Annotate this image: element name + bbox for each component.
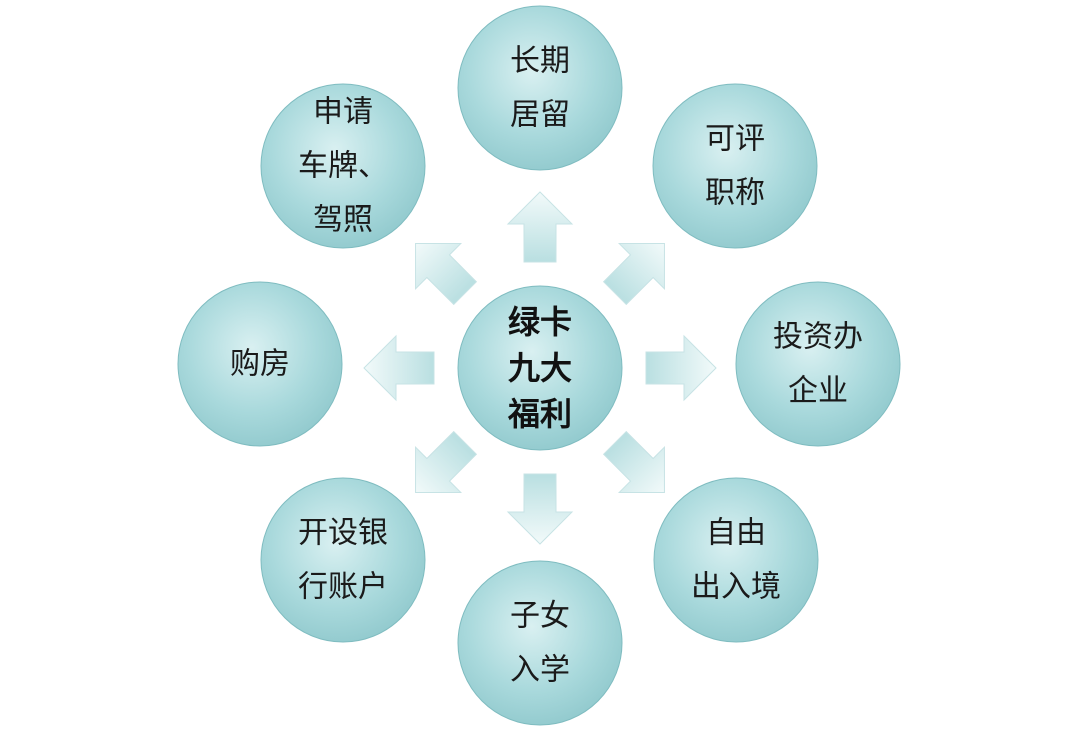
node-label-line: 长期 [510, 44, 570, 79]
arrow-shape [602, 430, 665, 493]
arrow-children-school [506, 473, 574, 545]
arrow-shape [602, 243, 665, 306]
arrow-professional-title [602, 243, 665, 306]
node-label-line: 绿卡 [508, 303, 572, 341]
arrow-license-plate [415, 243, 478, 306]
arrow-bank-account [415, 430, 478, 493]
node-circle [457, 560, 623, 726]
node-label-line: 子女 [510, 599, 570, 634]
node-label-line: 车牌、 [298, 149, 388, 184]
arrow-free-entry-exit [602, 430, 665, 493]
node-circle [735, 281, 901, 447]
node-circle [457, 5, 623, 171]
node-circle [653, 477, 819, 643]
node-circle [260, 477, 426, 643]
node-label-line: 行账户 [298, 570, 388, 605]
node-label-line: 可评 [705, 122, 765, 157]
node-label-line: 开设银 [298, 516, 388, 551]
node-label-line: 福利 [507, 395, 572, 433]
center-circle [457, 285, 623, 451]
node-circle [652, 83, 818, 249]
arrows-layer [363, 191, 717, 545]
node-circle [260, 83, 426, 249]
node-label-line: 申请 [313, 95, 373, 130]
arrow-shape [363, 334, 435, 402]
node-circle [177, 281, 343, 447]
node-label-line: 职称 [705, 176, 765, 211]
arrow-shape [415, 430, 478, 493]
node-label-line: 自由 [706, 516, 766, 551]
arrow-shape [506, 473, 574, 545]
node-label-line: 投资办 [773, 320, 863, 355]
arrow-buy-house [363, 334, 435, 402]
node-label-line: 购房 [230, 347, 290, 382]
node-label-line: 驾照 [313, 203, 373, 238]
arrow-shape [415, 243, 478, 306]
arrow-shape [645, 334, 717, 402]
node-label-line: 九大 [508, 349, 572, 387]
node-label-line: 出入境 [691, 570, 781, 605]
node-label-line: 企业 [788, 374, 848, 409]
arrow-long-term-residence [506, 191, 574, 263]
arrow-shape [506, 191, 574, 263]
node-label-line: 居留 [510, 98, 570, 133]
node-buy-house: 购房 [177, 281, 343, 447]
arrow-invest-business [645, 334, 717, 402]
node-label-line: 入学 [510, 653, 570, 688]
